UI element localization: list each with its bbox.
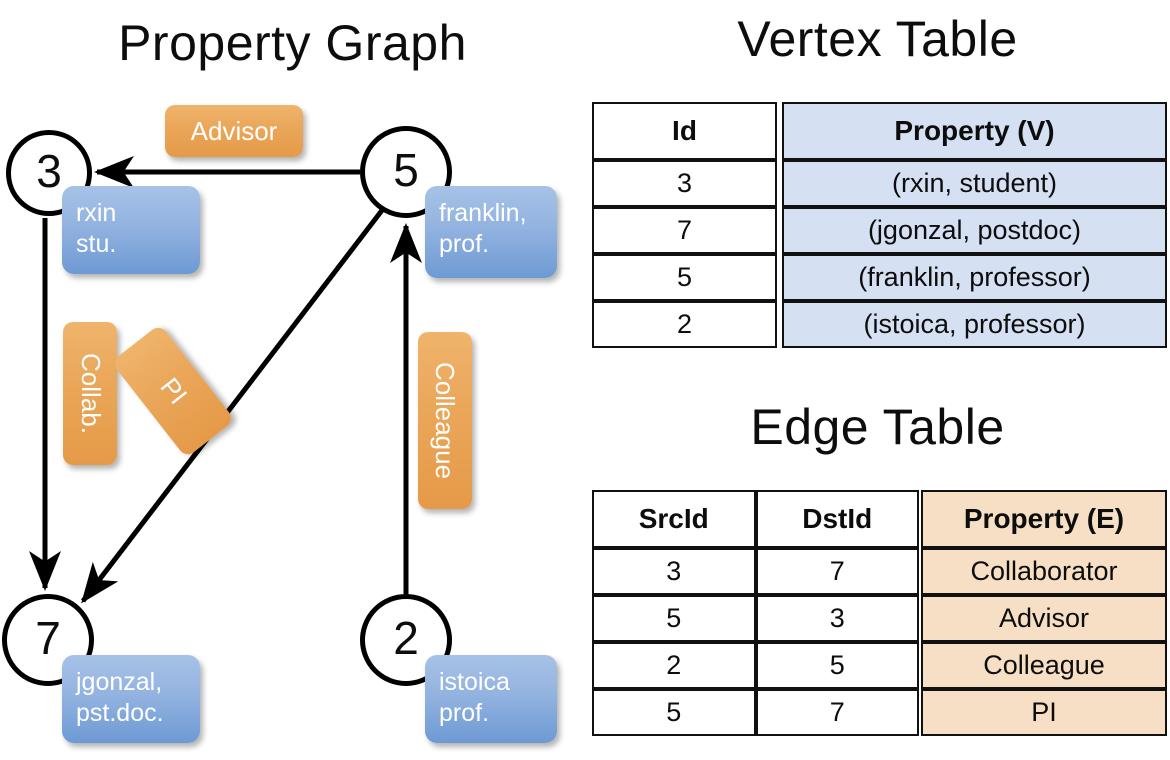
edge-5-to-7-pi — [81, 207, 385, 604]
table-header-row: Property (V) — [782, 102, 1167, 160]
table-row: 5 7 — [592, 689, 919, 736]
vertex-id-cell: 5 — [592, 254, 777, 301]
vertex-property-cell: (franklin, professor) — [782, 254, 1167, 301]
vertex-property-box-7: jgonzal, pst.doc. — [62, 655, 200, 743]
vertex-table-id-column: Id 3 7 5 2 — [592, 102, 777, 348]
table-header-row: Property (E) — [921, 490, 1167, 548]
vertex-property-line-1: rxin — [76, 199, 117, 227]
table-row: (franklin, professor) — [782, 254, 1167, 301]
edge-label-pi-text: PI — [154, 371, 193, 410]
table-row: 3 7 — [592, 548, 919, 595]
graph-node-5-label: 5 — [393, 144, 419, 196]
graph-node-5[interactable]: 5 — [360, 126, 452, 218]
vertex-property-cell: (istoica, professor) — [782, 301, 1167, 348]
table-row: 3 — [592, 160, 777, 207]
edge-table-src-dst-columns: SrcId DstId 3 7 5 3 2 5 5 7 — [592, 490, 919, 736]
vertex-property-line-1: istoica — [439, 668, 510, 696]
vertex-id-cell: 3 — [592, 160, 777, 207]
edge-label-advisor: Advisor — [165, 105, 303, 157]
edge-srcid-cell: 5 — [592, 689, 756, 736]
edge-dstid-cell: 7 — [755, 689, 919, 736]
edge-label-collab: Collab. — [63, 322, 117, 465]
table-row: 7 — [592, 207, 777, 254]
vertex-id-cell: 2 — [592, 301, 777, 348]
edge-label-colleague: Colleague — [418, 332, 472, 509]
edge-property-cell: Colleague — [921, 642, 1167, 689]
vertex-property-box-5: franklin, prof. — [425, 186, 557, 278]
page-title-property-graph: Property Graph — [118, 15, 467, 71]
table-row: (jgonzal, postdoc) — [782, 207, 1167, 254]
graph-node-7-label: 7 — [35, 612, 61, 664]
edge-property-cell: Collaborator — [921, 548, 1167, 595]
vertex-property-line-2: prof. — [439, 699, 490, 728]
table-row: 5 — [592, 254, 777, 301]
vertex-table-header-property: Property (V) — [782, 102, 1167, 160]
table-row: (rxin, student) — [782, 160, 1167, 207]
table-header-row: Id — [592, 102, 777, 160]
edge-srcid-cell: 2 — [592, 642, 756, 689]
vertex-property-box-2: istoica prof. — [425, 655, 557, 743]
edge-srcid-cell: 5 — [592, 595, 756, 642]
table-row: (istoica, professor) — [782, 301, 1167, 348]
vertex-property-line-2: stu. — [76, 230, 117, 259]
table-row: Advisor — [921, 595, 1167, 642]
vertex-table-header-id: Id — [592, 102, 777, 160]
vertex-property-box-3: rxin stu. — [62, 186, 200, 274]
table-row: 5 3 — [592, 595, 919, 642]
edge-table-header-srcid: SrcId — [592, 490, 756, 548]
edge-label-colleague-text: Colleague — [430, 361, 461, 480]
vertex-id-cell: 7 — [592, 207, 777, 254]
edge-srcid-cell: 3 — [592, 548, 756, 595]
table-row: Colleague — [921, 642, 1167, 689]
edge-label-collab-text: Collab. — [75, 353, 106, 434]
edge-table-property-column: Property (E) Collaborator Advisor Collea… — [921, 490, 1167, 736]
graph-node-2[interactable]: 2 — [360, 594, 452, 686]
graph-edges-svg — [29, 156, 422, 604]
graph-node-3-label: 3 — [36, 145, 62, 197]
vertex-property-cell: (jgonzal, postdoc) — [782, 207, 1167, 254]
table-row: 2 — [592, 301, 777, 348]
edge-property-cell: PI — [921, 689, 1167, 736]
vertex-property-line-1: franklin, — [439, 199, 527, 227]
edge-dstid-cell: 3 — [755, 595, 919, 642]
vertex-property-line-1: jgonzal, — [76, 668, 163, 696]
vertex-property-cell: (rxin, student) — [782, 160, 1167, 207]
edge-table-header-dstid: DstId — [755, 490, 919, 548]
table-row: 2 5 — [592, 642, 919, 689]
edge-property-cell: Advisor — [921, 595, 1167, 642]
table-row: PI — [921, 689, 1167, 736]
graph-node-2-label: 2 — [393, 612, 419, 664]
table-row: Collaborator — [921, 548, 1167, 595]
page-title-edge-table: Edge Table — [750, 399, 1005, 455]
edge-dstid-cell: 7 — [755, 548, 919, 595]
edge-dstid-cell: 5 — [755, 642, 919, 689]
vertex-table-property-column: Property (V) (rxin, student) (jgonzal, p… — [782, 102, 1167, 348]
vertex-property-line-2: prof. — [439, 230, 490, 259]
page-title-vertex-table: Vertex Table — [737, 11, 1018, 67]
edge-label-advisor-text: Advisor — [190, 115, 278, 146]
edge-table-header-property: Property (E) — [921, 490, 1167, 548]
table-header-row: SrcId DstId — [592, 490, 919, 548]
vertex-property-line-2: pst.doc. — [76, 699, 164, 728]
property-graph-diagram: 3 5 7 2 rxin stu. franklin, prof. jgonza… — [2, 105, 557, 743]
